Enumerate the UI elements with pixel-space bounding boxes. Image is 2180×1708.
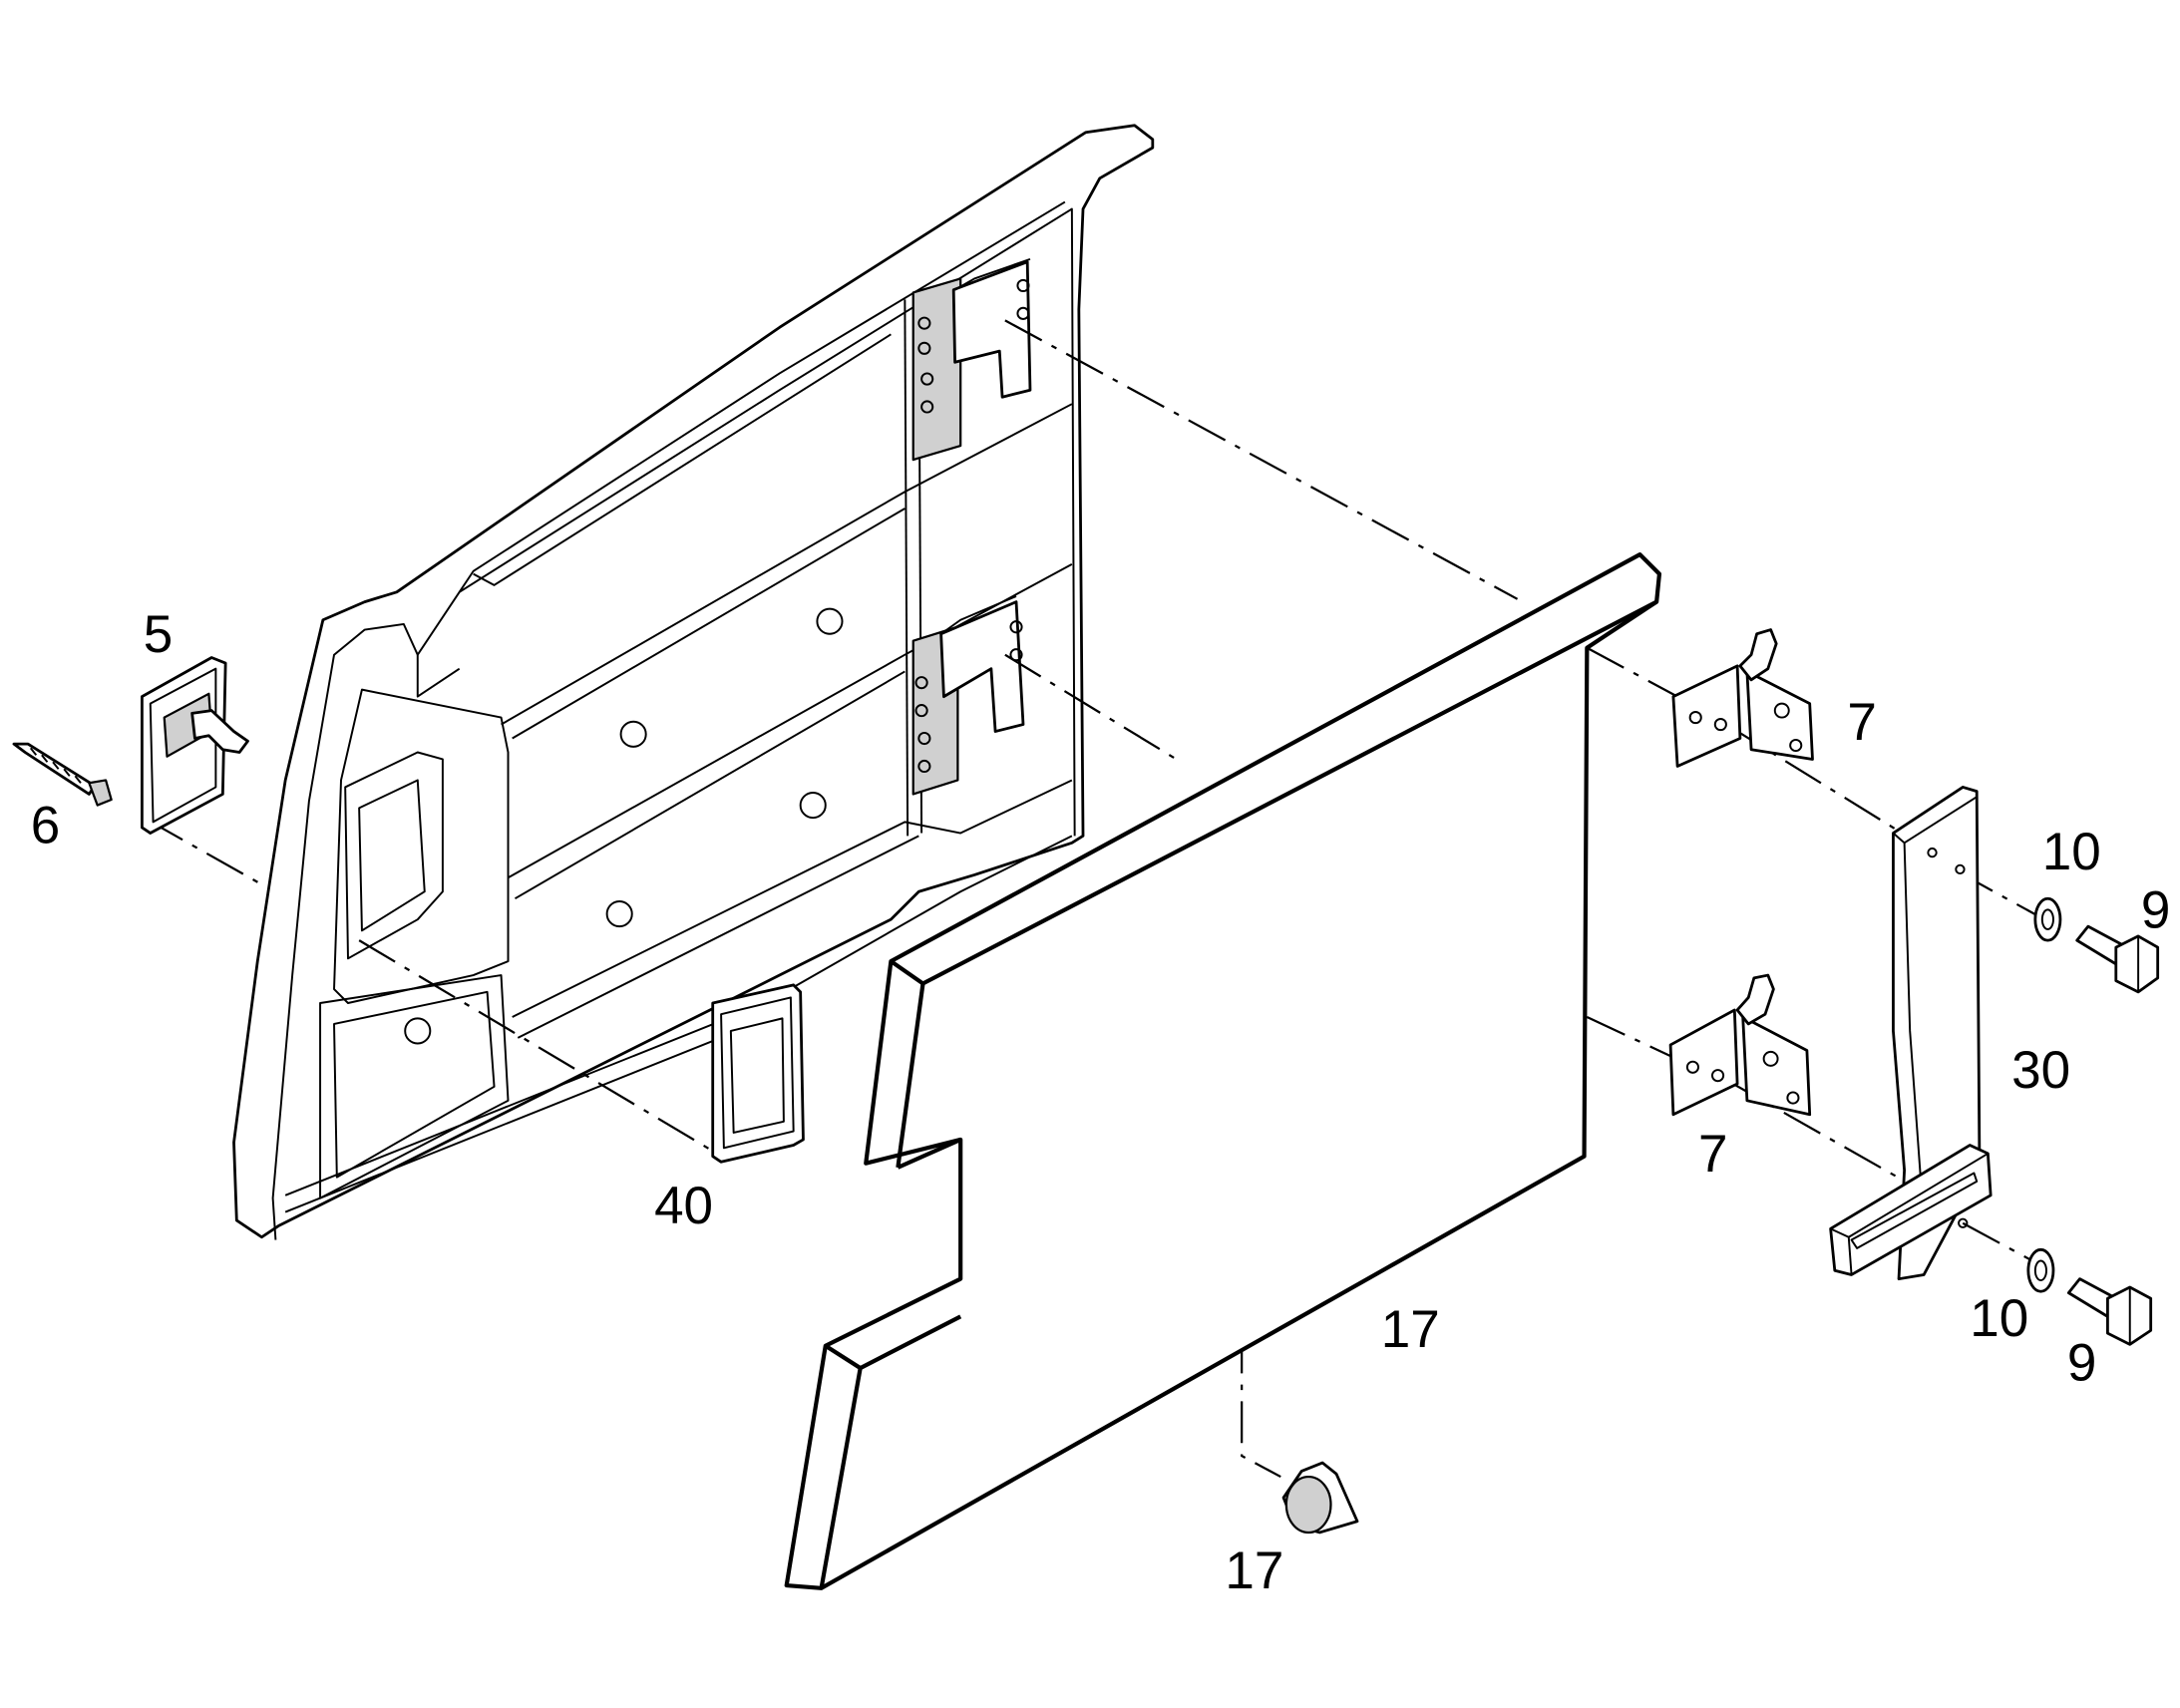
callout-17-knob: 17: [1225, 1541, 1283, 1600]
callout-7-upper: 7: [1847, 693, 1877, 752]
knob-17: [1281, 1461, 1359, 1535]
hinge-7-lower: [1668, 973, 1812, 1117]
latch-handle-5: [140, 656, 249, 835]
callout-10-lower: 10: [1970, 1289, 2028, 1348]
door-panel-17: [784, 552, 1662, 1590]
callout-10-upper: 10: [2042, 823, 2101, 881]
callout-30: 30: [2011, 1041, 2070, 1100]
callout-5: 5: [144, 605, 174, 664]
bolt-9-lower: [2066, 1277, 2153, 1346]
washer-10-upper: [2033, 896, 2062, 942]
cab-door-frame: [232, 124, 1155, 1240]
bolt-9-upper: [2075, 924, 2160, 994]
callout-9-lower: 9: [2067, 1334, 2097, 1393]
screw-6: [12, 742, 113, 807]
gasket-frame-40: [711, 983, 805, 1164]
bracket-30: [1829, 786, 1993, 1281]
washer-10-lower: [2026, 1247, 2055, 1293]
callout-40: 40: [654, 1177, 713, 1235]
callout-labels: 5 6 7 7 9 9 10 10 17 17 30 40: [31, 605, 2171, 1600]
callout-9-upper: 9: [2141, 881, 2171, 940]
callout-17-panel: 17: [1381, 1300, 1440, 1359]
hinge-7-upper: [1671, 628, 1814, 768]
callout-7-lower: 7: [1698, 1125, 1728, 1184]
callout-6: 6: [31, 796, 61, 854]
